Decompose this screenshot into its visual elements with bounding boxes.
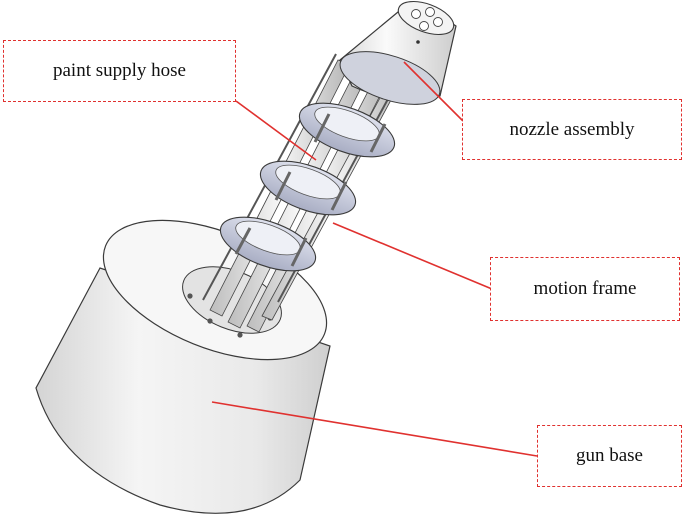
label-paint-supply-hose: paint supply hose — [53, 60, 186, 81]
label-motion-frame: motion frame — [533, 278, 637, 299]
bolt-hole — [187, 293, 193, 299]
leader-line-frame — [332, 222, 493, 290]
bolt-hole — [207, 318, 213, 324]
leader-lines — [211, 61, 538, 457]
callout-paint-supply-hose: paint supply hose — [3, 40, 236, 102]
frame-rod — [369, 123, 387, 153]
label-nozzle-assembly: nozzle assembly — [509, 118, 635, 140]
frame-rod — [313, 113, 331, 143]
motion-frame — [219, 102, 396, 272]
label-gun-base: gun base — [575, 445, 643, 466]
nozzle-orifice — [411, 9, 421, 19]
leader-line-hose — [235, 100, 317, 161]
nozzle-assembly — [339, 0, 457, 105]
callout-nozzle-assembly: nozzle assembly — [462, 99, 682, 160]
callout-gun-base: gun base — [537, 425, 682, 487]
nozzle-orifice — [419, 21, 429, 31]
leader-line-nozzle — [403, 61, 467, 125]
bolt-hole — [237, 332, 243, 338]
callout-motion-frame: motion frame — [490, 257, 680, 321]
frame-rod — [234, 227, 252, 255]
leader-line-base — [211, 401, 538, 457]
nozzle-orifice — [433, 17, 443, 27]
nozzle-screw — [416, 40, 420, 44]
frame-rod — [290, 237, 308, 267]
frame-rod — [274, 171, 292, 201]
frame-rod — [330, 181, 348, 211]
nozzle-flange — [339, 51, 441, 105]
nozzle-orifice — [425, 7, 435, 17]
